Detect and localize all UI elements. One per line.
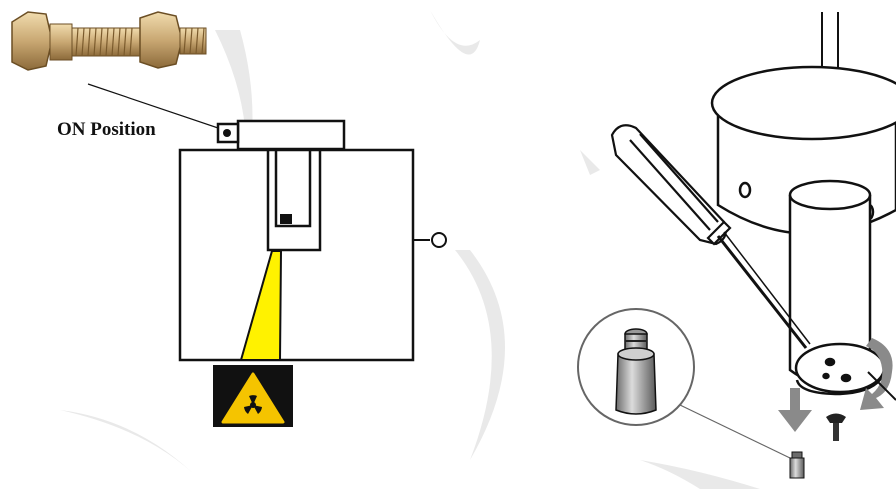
cable [822, 12, 838, 72]
side-pin [413, 233, 446, 247]
source-holder-device [180, 121, 413, 360]
magnifier-leader-line [680, 405, 790, 458]
down-arrow-icon [778, 388, 812, 432]
on-position-label: ON Position [57, 119, 156, 141]
on-position-indicator [218, 124, 238, 142]
source-capsule [280, 214, 292, 224]
plug-detail-magnifier [578, 309, 694, 425]
end-cap [796, 344, 884, 394]
hex-bolt-photo [12, 12, 206, 70]
screw-icon [826, 414, 846, 442]
small-plug-icon [790, 452, 804, 478]
radiation-trefoil-icon [213, 365, 293, 427]
